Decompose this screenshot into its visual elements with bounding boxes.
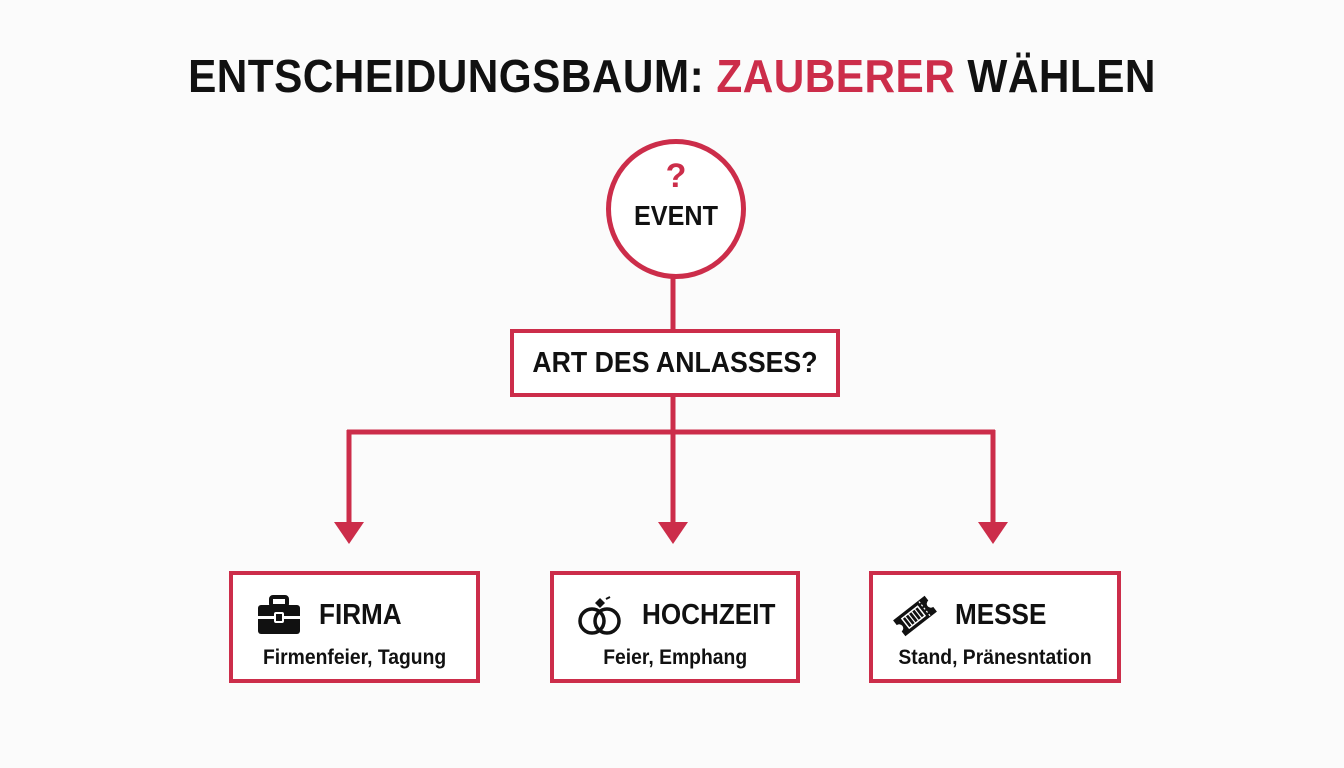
- option-label: HOCHZEIT: [642, 599, 776, 631]
- title-part-1: ENTSCHEIDUNGSBAUM:: [188, 50, 717, 102]
- option-hochzeit: HOCHZEIT Feier, Emphang: [550, 571, 800, 683]
- option-label: FIRMA: [319, 599, 402, 631]
- question-node: ART DES ANLASSES?: [510, 329, 840, 397]
- option-messe: MESSE Stand, Pränesntation: [869, 571, 1121, 683]
- arrowhead-messe: [978, 522, 1008, 544]
- title-part-2: WÄHLEN: [955, 50, 1156, 102]
- arrowhead-hochzeit: [658, 522, 688, 544]
- option-description: Firmenfeier, Tagung: [262, 646, 447, 669]
- diagram-title: ENTSCHEIDUNGSBAUM: ZAUBERER WÄHLEN: [54, 48, 1290, 104]
- arrowhead-firma: [334, 522, 364, 544]
- event-label: EVENT: [633, 200, 719, 231]
- briefcase-icon: [258, 595, 300, 634]
- question-mark-icon: ?: [665, 157, 687, 195]
- wedding-rings-icon: [578, 596, 621, 635]
- option-description: Stand, Pränesntation: [898, 646, 1092, 669]
- title-accent: ZAUBERER: [716, 50, 956, 102]
- event-root-node: ? EVENT: [606, 139, 746, 279]
- question-label: ART DES ANLASSES?: [532, 347, 818, 379]
- option-description: Feier, Emphang: [603, 646, 747, 669]
- ticket-icon: [893, 595, 937, 637]
- option-firma: FIRMA Firmenfeier, Tagung: [229, 571, 480, 683]
- option-label: MESSE: [955, 599, 1047, 631]
